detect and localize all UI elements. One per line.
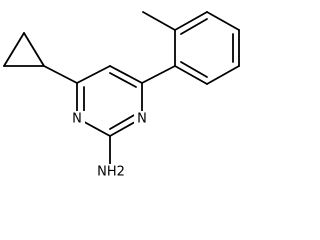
bond-cp-pyrimidine bbox=[43, 65, 78, 84]
label-bg-n1 bbox=[69, 111, 85, 126]
bond-b2-b3 bbox=[174, 11, 208, 31]
molecule-drawing: N N NH2 bbox=[3, 11, 240, 182]
chemical-structure: N N NH2 bbox=[3, 11, 240, 182]
bond-b6-b1-double bbox=[180, 61, 208, 78]
bond-pyrimidine-tolyl bbox=[141, 65, 176, 84]
atom-n2: N bbox=[137, 112, 147, 127]
cyclopropyl-ring bbox=[3, 32, 45, 67]
bond-c5-c4 bbox=[109, 65, 143, 84]
atom-n1: N bbox=[72, 112, 82, 127]
bond-b5-b6 bbox=[206, 65, 240, 85]
bond-b6-b1 bbox=[174, 65, 208, 85]
label-bg-n2 bbox=[134, 111, 150, 126]
pyrimidine-ring bbox=[76, 65, 143, 137]
bond-b3-b4 bbox=[206, 11, 240, 31]
atom-nh2: NH2 bbox=[97, 165, 125, 180]
bond-cp-2 bbox=[3, 32, 25, 67]
label-bg-nh2 bbox=[96, 164, 128, 182]
bond-c6-c5 bbox=[76, 65, 111, 84]
bond-b2-b3-double bbox=[180, 18, 208, 35]
bond-c5-c4-double bbox=[109, 72, 137, 88]
benzene-ring bbox=[174, 11, 240, 85]
bond-cp-3 bbox=[23, 32, 45, 67]
bond-n3-c2-double bbox=[109, 113, 137, 130]
bond-methyl bbox=[142, 11, 176, 31]
